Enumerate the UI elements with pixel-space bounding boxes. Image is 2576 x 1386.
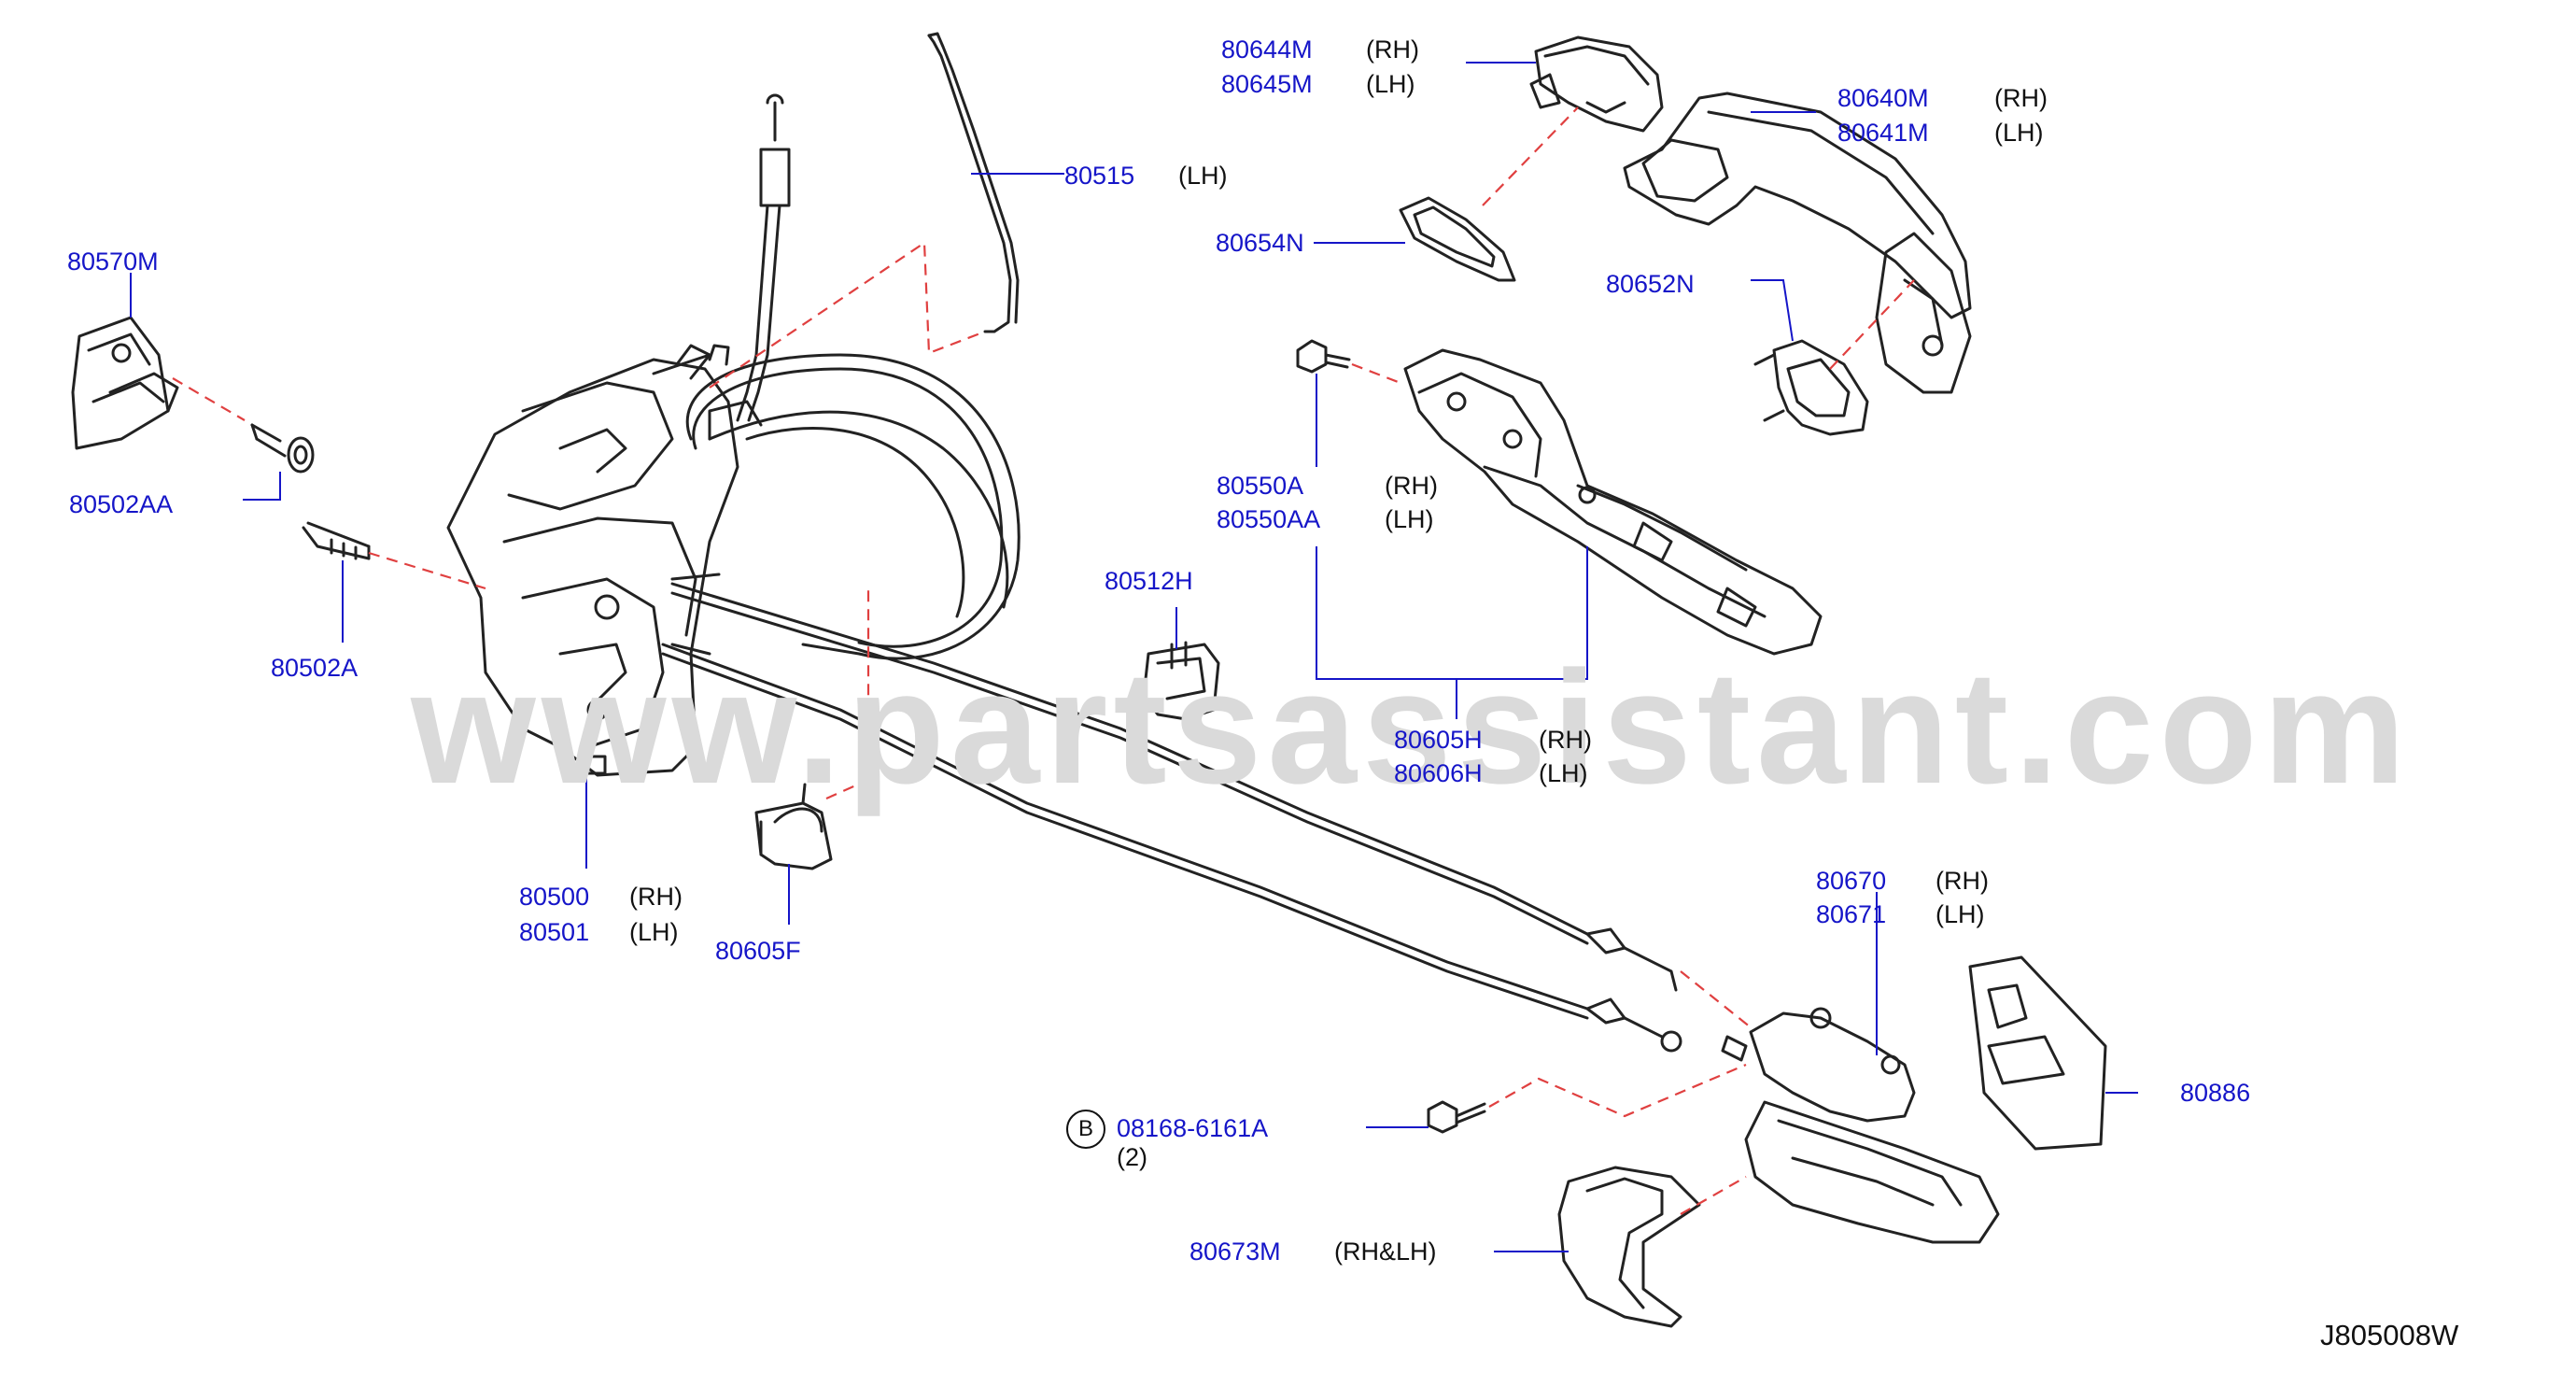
outside-door-handle [1623, 92, 1972, 394]
side-label: (LH) [1366, 70, 1415, 98]
part-number[interactable]: 80673M [1189, 1238, 1281, 1266]
label-80515: 80515 (LH) [1064, 162, 1228, 190]
side-label: (LH) [1178, 162, 1228, 190]
door-striker-bracket [71, 316, 179, 450]
label-08168-6161A: 08168-6161A [1117, 1114, 1268, 1142]
cable-clip-80605f [754, 783, 833, 870]
diagram-code: J805008W [2320, 1319, 2459, 1351]
side-label: (LH) [1936, 900, 1985, 928]
part-number[interactable]: 80502AA [69, 490, 174, 518]
quantity-label: (2) [1117, 1143, 1147, 1171]
side-label: (RH) [1994, 84, 2048, 112]
label-80502A: 80502A [271, 654, 358, 682]
part-number[interactable]: 80502A [271, 654, 359, 682]
side-label: (RH) [629, 883, 683, 911]
part-number[interactable]: 80515 [1064, 162, 1135, 190]
label-80605F: 80605F [715, 937, 801, 965]
part-number[interactable]: 80645M [1221, 70, 1313, 98]
lock-rod [927, 32, 1020, 333]
part-number[interactable]: 80641M [1837, 119, 1929, 147]
part-number[interactable]: 80670 [1816, 867, 1887, 895]
label-80606H: 80606H (LH) [1394, 759, 1588, 787]
label-80641M: 80641M (LH) [1837, 119, 2044, 147]
label-80640M: 80640M (RH) [1837, 84, 2048, 112]
side-label: (RH) [1366, 35, 1419, 64]
label-80654N: 80654N [1216, 229, 1304, 257]
part-number[interactable]: 80654N [1216, 229, 1304, 257]
side-label: (LH) [1539, 759, 1588, 787]
part-number[interactable]: 80640M [1837, 84, 1929, 112]
door-lock-actuator [446, 344, 739, 777]
part-number[interactable]: 80605F [715, 937, 801, 965]
label-80500: 80500 (RH) [519, 883, 683, 911]
outside-handle-escutcheon [1529, 35, 1664, 133]
part-number[interactable]: 80570M [67, 248, 159, 276]
part-number[interactable]: 80644M [1221, 35, 1313, 64]
escutcheon-gasket [1399, 196, 1516, 282]
part-number[interactable]: 80501 [519, 918, 590, 946]
side-label: (LH) [1994, 119, 2044, 147]
part-number[interactable]: 80671 [1816, 900, 1887, 928]
handle-frame-bolt [1296, 339, 1351, 374]
label-80670: 80670 (RH) [1816, 867, 1989, 895]
label-80502AA: 80502AA [69, 490, 173, 518]
cable-loop [685, 353, 1021, 660]
label-80501: 80501 (LH) [519, 918, 679, 946]
side-label: (RH) [1539, 726, 1592, 754]
label-80645M: 80645M (LH) [1221, 70, 1415, 98]
label-80644M: 80644M (RH) [1221, 35, 1419, 64]
part-number[interactable]: 08168-6161A [1117, 1114, 1269, 1142]
inside-handle-escutcheon [1557, 1166, 1701, 1328]
outside-handle-frame [1403, 348, 1823, 656]
label-80652N: 80652N [1606, 270, 1695, 298]
hex-bolt [1427, 1100, 1486, 1134]
cable-clip-80512h [1142, 641, 1220, 721]
label-80512H: 80512H [1105, 567, 1193, 595]
label-80671: 80671 (LH) [1816, 900, 1985, 928]
part-number[interactable]: 80886 [2180, 1079, 2251, 1107]
inside-door-handle [1721, 1007, 2000, 1244]
side-label: (RH) [1385, 472, 1438, 500]
part-number[interactable]: 80550AA [1217, 505, 1321, 533]
part-number[interactable]: 80500 [519, 883, 590, 911]
striker-screw [250, 423, 315, 474]
label-80673M: 80673M (RH&LH) [1189, 1238, 1437, 1266]
part-number[interactable]: 80605H [1394, 726, 1483, 754]
part-number[interactable]: 80550A [1217, 472, 1304, 500]
side-label: (LH) [1385, 505, 1434, 533]
label-80570M: 80570M [67, 248, 159, 276]
part-number[interactable]: 80606H [1394, 759, 1483, 787]
watermark: www.partsassistant.com [411, 638, 2412, 817]
label-80886: 80886 [2180, 1079, 2250, 1107]
side-label: (RH) [1936, 867, 1989, 895]
label-80605H: 80605H (RH) [1394, 726, 1592, 754]
label-80550AA: 80550AA (LH) [1217, 505, 1434, 533]
handle-gasket [1753, 339, 1869, 436]
part-number[interactable]: 80652N [1606, 270, 1695, 298]
ref-circle-B: B [1066, 1110, 1105, 1149]
handle-pad [1968, 955, 2107, 1151]
label-80550A: 80550A (RH) [1217, 472, 1438, 500]
label-qty: (2) [1117, 1143, 1147, 1171]
part-number[interactable]: 80512H [1105, 567, 1193, 595]
side-label: (RH&LH) [1334, 1238, 1437, 1266]
side-label: (LH) [629, 918, 679, 946]
lock-screw [302, 521, 371, 560]
